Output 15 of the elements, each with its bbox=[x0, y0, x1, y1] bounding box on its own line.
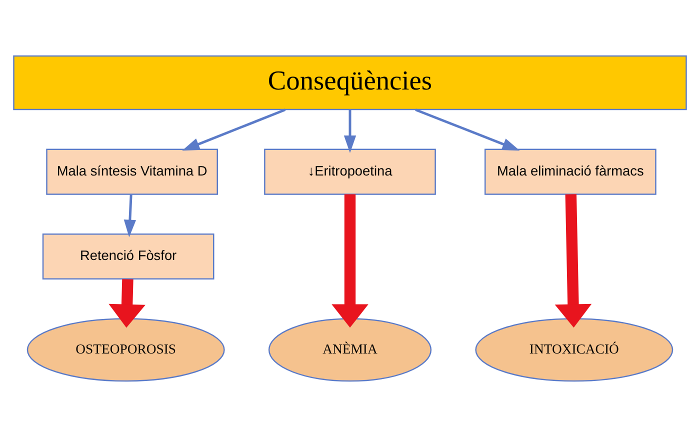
node-ellipse: OSTEOPOROSIS bbox=[26, 318, 225, 382]
node-box: Mala síntesis Vitamina D bbox=[46, 148, 218, 195]
arrow bbox=[554, 194, 592, 328]
node-box: Conseqüències bbox=[13, 55, 687, 110]
node-box: ↓Eritropoetina bbox=[264, 148, 436, 195]
node-box: Mala eliminació fàrmacs bbox=[484, 148, 656, 195]
arrow bbox=[182, 108, 286, 151]
arrow bbox=[124, 194, 136, 238]
arrow bbox=[108, 279, 146, 328]
node-ellipse: ANÈMIA bbox=[268, 318, 432, 382]
arrow bbox=[344, 110, 356, 154]
node-box: Retenció Fòsfor bbox=[42, 233, 214, 280]
arrow bbox=[415, 108, 520, 151]
node-ellipse: INTOXICACIÓ bbox=[475, 318, 674, 382]
arrow bbox=[332, 194, 368, 328]
